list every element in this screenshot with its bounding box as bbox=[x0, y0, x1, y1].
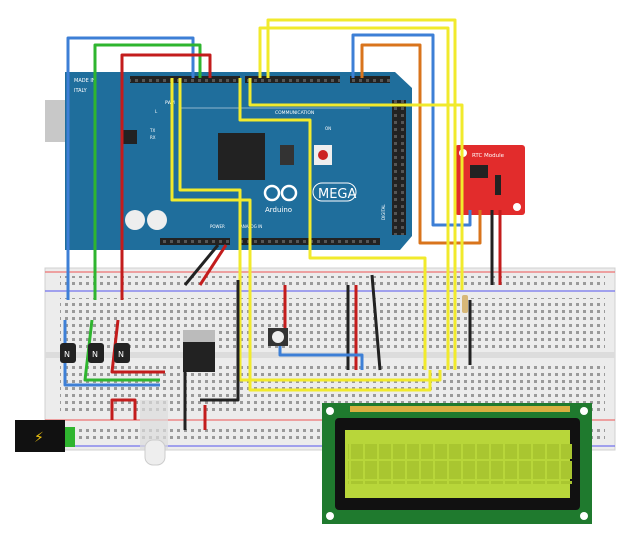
on-label: ON bbox=[325, 126, 331, 131]
made-in-label: MADE IN bbox=[74, 78, 96, 84]
arduino-brand-label: Arduino bbox=[265, 206, 292, 214]
arduino-mega-board: MADE IN ITALY PWM COMMUNICATION TX RX L … bbox=[45, 72, 412, 250]
arduino-logo bbox=[263, 184, 298, 202]
mega-label: MEGA bbox=[318, 187, 357, 202]
reset-button[interactable] bbox=[318, 150, 328, 160]
lightning-icon: ⚡ bbox=[34, 430, 44, 446]
microcontroller-chip bbox=[218, 133, 265, 180]
wires bbox=[63, 18, 502, 430]
lcd-16x2-display bbox=[322, 403, 592, 524]
pwm-label: PWM bbox=[165, 100, 175, 105]
rtc-module: RTC Module bbox=[455, 145, 525, 215]
transistor-1: N bbox=[60, 343, 76, 363]
communication-label: COMMUNICATION bbox=[275, 110, 314, 116]
svg-text:N: N bbox=[92, 350, 98, 359]
rgb-led bbox=[140, 400, 168, 466]
voltage-regulator bbox=[183, 330, 215, 372]
rx-label: RX bbox=[150, 135, 156, 140]
l-led-label: L bbox=[155, 109, 158, 114]
transistor-3: N bbox=[114, 343, 130, 363]
potentiometer[interactable] bbox=[268, 328, 288, 346]
digital-label: DIGITAL bbox=[381, 204, 386, 220]
resistor bbox=[462, 295, 468, 313]
transistor-2: N bbox=[88, 343, 104, 363]
italy-label: ITALY bbox=[74, 88, 88, 94]
rtc-title: RTC Module bbox=[472, 153, 505, 159]
tx-label: TX bbox=[149, 128, 155, 133]
svg-text:N: N bbox=[118, 350, 124, 359]
power-label: POWER bbox=[210, 224, 225, 229]
svg-text:N: N bbox=[64, 350, 70, 359]
dc-power-jack: ⚡ bbox=[15, 420, 75, 452]
